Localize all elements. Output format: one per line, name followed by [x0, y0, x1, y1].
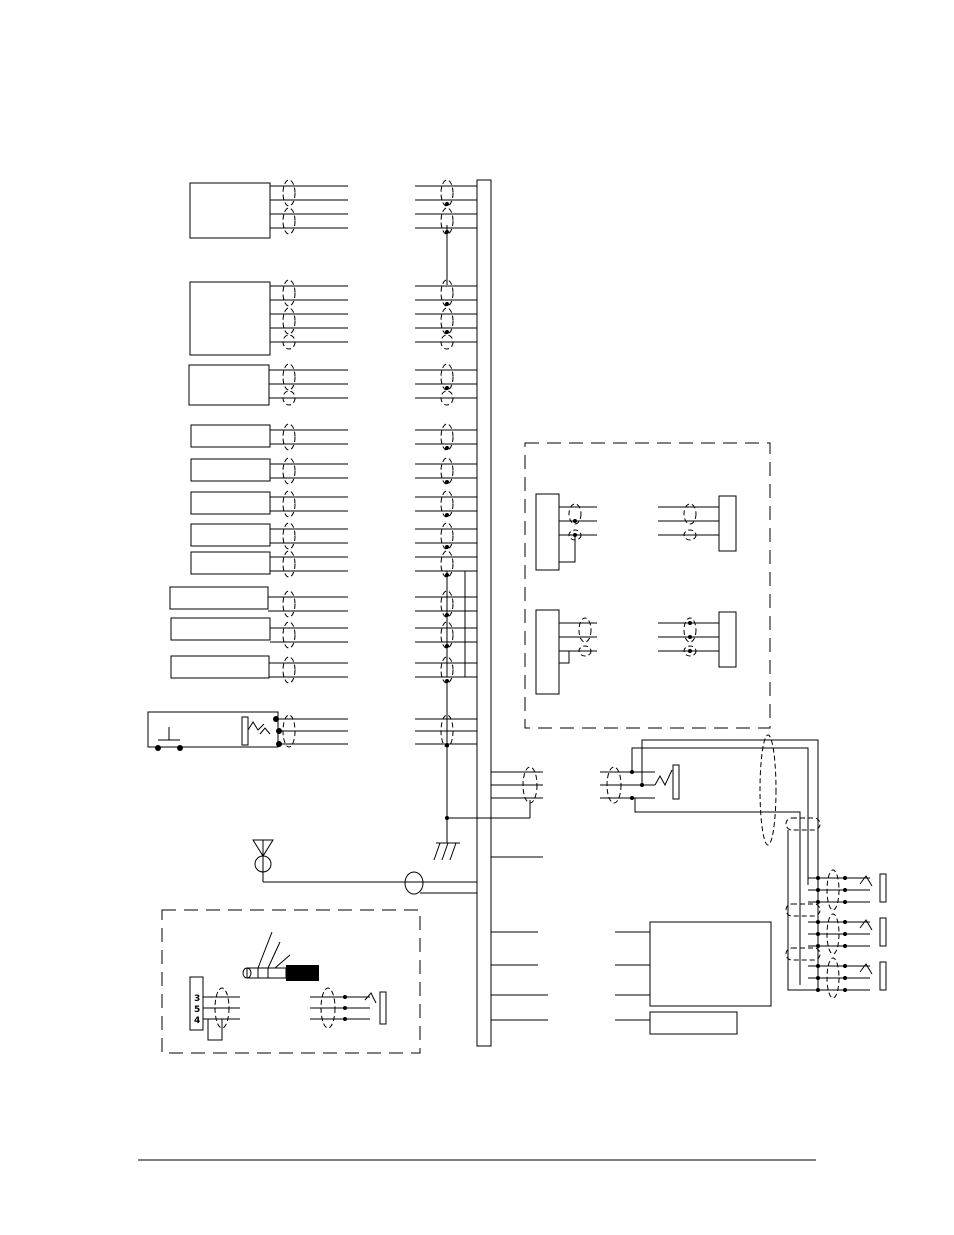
right-jack-stack — [786, 830, 886, 998]
antenna-icon — [253, 840, 477, 882]
device-module-11 — [171, 656, 477, 683]
option-box-headset: 3 5 4 — [162, 910, 420, 1053]
pin-label-4: 4 — [194, 1016, 200, 1026]
main-bus-bar — [477, 180, 491, 1046]
stacked-jack-3 — [808, 958, 886, 998]
ferrite-icon — [405, 872, 423, 894]
jack-interface-left — [491, 767, 543, 857]
device-module-4 — [191, 424, 477, 450]
stacked-jack-1 — [786, 870, 886, 916]
pin-label-5: 5 — [194, 1005, 200, 1015]
pin-label-3: 3 — [194, 994, 200, 1004]
device-module-1 — [190, 180, 477, 238]
device-module-2 — [190, 280, 477, 355]
device-module-8 — [191, 551, 477, 577]
push-switch-device — [148, 712, 282, 751]
device-module-9 — [170, 587, 477, 617]
device-module-3 — [189, 364, 477, 405]
ground-icon — [434, 818, 460, 860]
option-box-upper-right — [525, 443, 770, 728]
headset-plug-icon — [243, 932, 319, 981]
left-device-modules — [170, 180, 477, 747]
device-module-7 — [191, 523, 477, 549]
device-module-5 — [191, 458, 477, 484]
device-module-6 — [191, 491, 477, 517]
control-unit — [491, 922, 771, 1034]
device-module-10 — [171, 618, 477, 648]
stacked-jack-2 — [786, 914, 886, 960]
